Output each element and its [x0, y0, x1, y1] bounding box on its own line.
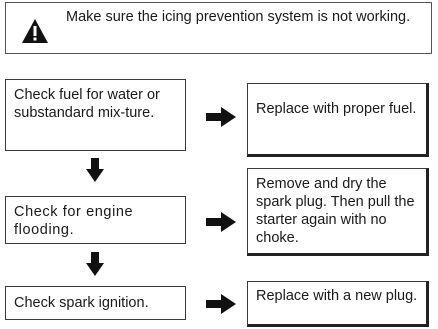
- arrow-right-icon: [206, 107, 236, 127]
- arrow-right-icon: [206, 294, 236, 314]
- arrow-right-icon: [206, 212, 236, 232]
- warning-triangle-icon: [22, 19, 48, 43]
- replace-fuel-box: Replace with proper fuel.: [247, 83, 429, 157]
- check-flooding-text: Check for engine flooding.: [14, 204, 134, 238]
- check-fuel-text: Check fuel for water or substandard mix-…: [14, 87, 160, 121]
- warning-box: Make sure the icing prevention system is…: [5, 2, 432, 54]
- replace-plug-box: Replace with a new plug.: [247, 281, 429, 327]
- replace-plug-text: Replace with a new plug.: [256, 288, 418, 304]
- arrow-down-icon: [86, 252, 104, 276]
- arrow-down-icon: [86, 158, 104, 182]
- warning-text: Make sure the icing prevention system is…: [66, 9, 411, 25]
- check-ignition-box: Check spark ignition.: [5, 286, 186, 320]
- dry-plug-box: Remove and dry the spark plug. Then pull…: [247, 168, 429, 256]
- check-fuel-box: Check fuel for water or substandard mix-…: [5, 79, 186, 151]
- check-flooding-box: Check for engine flooding.: [5, 196, 186, 244]
- check-ignition-text: Check spark ignition.: [14, 295, 149, 311]
- dry-plug-text: Remove and dry the spark plug. Then pull…: [256, 176, 415, 246]
- replace-fuel-text: Replace with proper fuel.: [256, 101, 417, 117]
